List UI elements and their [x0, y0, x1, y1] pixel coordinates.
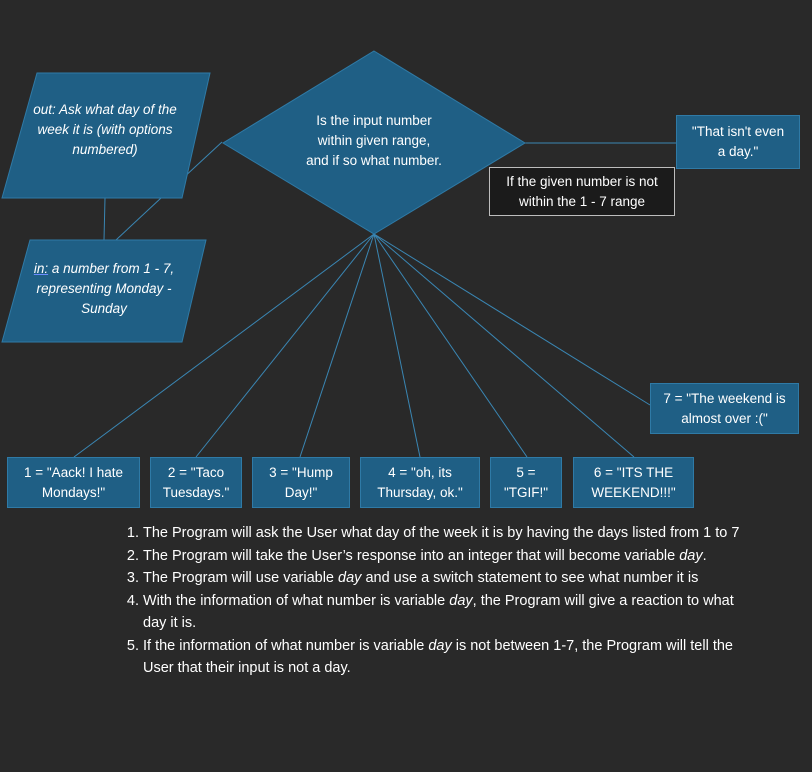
case-box-5: 5 = "TGIF!" — [490, 457, 562, 508]
connector-decision-to-case-5 — [373, 233, 528, 458]
case-label-4: 4 = "oh, its Thursday, ok." — [377, 464, 463, 500]
step-item-3: The Program will use variable day and us… — [143, 567, 753, 590]
connectors — [73, 141, 676, 458]
input-node-body: a number from 1 - 7, representing Monday… — [36, 261, 175, 316]
step-2-variable: day — [679, 547, 703, 564]
decision-node-text: Is the input number within given range, … — [305, 98, 443, 184]
case-label-1: 1 = "Aack! I hate Mondays!" — [24, 464, 123, 500]
step-3-tail: and use a switch statement to see what n… — [361, 570, 699, 586]
case-box-3: 3 = "Hump Day!" — [252, 457, 350, 508]
steps-list: The Program will ask the User what day o… — [120, 522, 753, 680]
output-node-text: out: Ask what day of the week it is (wit… — [30, 92, 180, 168]
case-box-1: 1 = "Aack! I hate Mondays!" — [7, 457, 140, 508]
step-5-text: If the information of what number is var… — [143, 637, 429, 654]
output-node-shape — [1, 72, 211, 199]
invalid-result-label: "That isn't even a day." — [691, 124, 785, 159]
connector-input-to-decision — [115, 197, 162, 241]
connector-decision-to-case-6 — [373, 233, 635, 458]
step-5-variable: day — [428, 637, 452, 654]
input-node-shape — [1, 239, 207, 343]
decision-node-shape — [222, 50, 526, 235]
case-label-6: 6 = "ITS THE WEEKEND!!!" — [591, 464, 676, 500]
output-node-label: out: Ask what day of the week it is (wit… — [33, 102, 177, 157]
step-3-variable: day — [338, 570, 362, 586]
step-1-text: The Program will ask the User what day o… — [143, 525, 740, 541]
step-5-tail: is not between 1-7, the Program will tel… — [143, 637, 733, 677]
connector-decision-to-case-3 — [299, 233, 375, 458]
step-4-text: With the information of what number is v… — [143, 592, 450, 609]
connector-output-to-input — [103, 197, 106, 241]
invalid-condition-label: If the given number is not within the 1 … — [506, 173, 658, 209]
case-label-5: 5 = "TGIF!" — [503, 464, 549, 500]
step-4-variable: day — [449, 592, 473, 609]
connector-decision-to-case-4 — [373, 233, 421, 458]
invalid-result-box: "That isn't even a day." — [676, 115, 800, 169]
step-item-5: If the information of what number is var… — [143, 635, 753, 680]
step-4-tail: , the Program will give a reaction to wh… — [143, 592, 734, 632]
step-item-1: The Program will ask the User what day o… — [143, 522, 753, 545]
input-node-text: in: a number from 1 - 7, representing Mo… — [28, 254, 180, 324]
case-box-4: 4 = "oh, its Thursday, ok." — [360, 457, 480, 508]
step-3-text: The Program will use variable — [143, 570, 339, 586]
connector-decision-to-case-7 — [373, 233, 651, 406]
step-item-2: The Program will take the User’s respons… — [143, 545, 753, 568]
step-item-4: With the information of what number is v… — [143, 590, 753, 635]
step-2-text: The Program will take the User’s respons… — [143, 547, 680, 564]
connector-decision-to-case-1 — [73, 233, 375, 458]
invalid-condition-note: If the given number is not within the 1 … — [489, 167, 675, 216]
case-box-2: 2 = "Taco Tuesdays." — [150, 457, 242, 508]
step-2-tail: . — [702, 547, 707, 564]
case-box-6: 6 = "ITS THE WEEKEND!!!" — [573, 457, 694, 508]
case-label-3: 3 = "Hump Day!" — [269, 464, 333, 500]
case-label-2: 2 = "Taco Tuesdays." — [162, 464, 230, 500]
input-node-prefix: in: — [33, 261, 49, 276]
case-label-7: 7 = "The weekend is almost over :(" — [663, 390, 786, 426]
decision-node-label: Is the input number within given range, … — [306, 113, 442, 168]
connector-decision-to-case-2 — [195, 233, 375, 458]
input-node-label: in: a number from 1 - 7, representing Mo… — [28, 259, 180, 319]
case-box-7: 7 = "The weekend is almost over :(" — [650, 383, 799, 434]
